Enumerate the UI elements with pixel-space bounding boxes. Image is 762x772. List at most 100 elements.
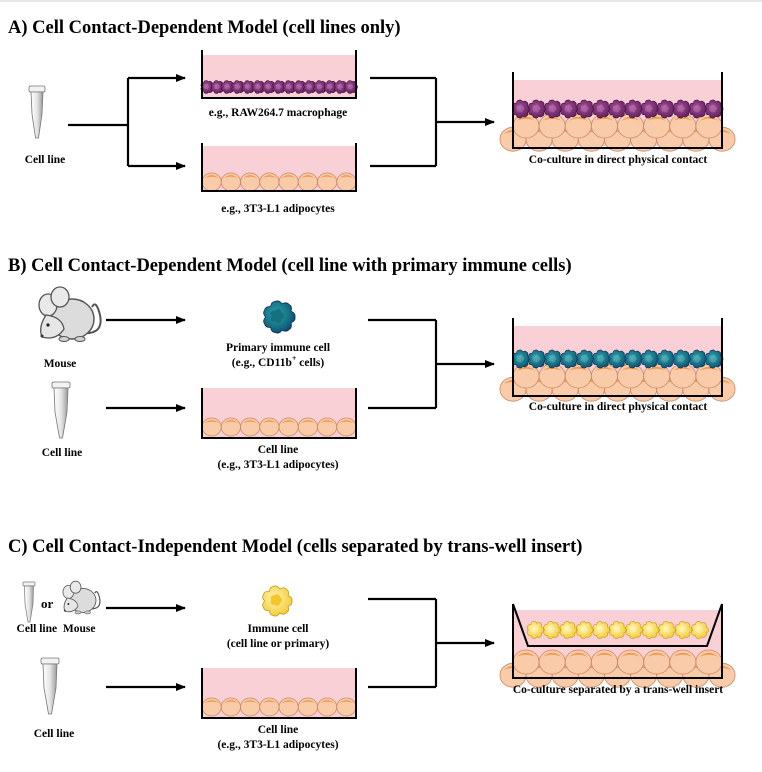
macrophage-cell [334,80,348,94]
coculture-well-c [499,603,736,688]
adipocyte-nucleus [243,420,257,424]
macrophage-cell-core [275,83,282,90]
macrophage-cell [592,99,611,119]
panel-a-title: A) Cell Contact-Dependent Model (cell li… [8,18,401,38]
adipocyte-nucleus [224,700,238,704]
immune-label-line1: Immune cell [247,623,309,635]
primary-immune-label-line1: Primary immune cell [225,342,331,354]
adipocyte-nucleus [339,700,354,704]
primary-immune-cell-core [693,354,702,363]
macrophage-cell [303,80,317,94]
macrophage-cell [262,80,276,94]
adipocyte-nucleus [673,652,692,657]
macrophage-cell [560,99,579,119]
cell-line-label: Cell line [41,447,83,459]
immune-cell [592,621,610,639]
macrophage-cell-core [548,104,557,113]
macrophage-cell [313,80,327,94]
cell-line-mouse-label: Cell line Mouse [16,623,96,635]
well-label-line2: (e.g., 3T3-L1 adipocytes) [217,459,339,471]
primary-immune-cell [624,349,643,369]
macrophage-cell [210,80,225,94]
adipocyte-layer [201,172,357,192]
primary-immune-cell [544,349,563,369]
adipocyte-nucleus [281,420,296,424]
immune-cell-layer [526,621,709,639]
immune-cell [625,621,643,639]
macrophage-cell [251,80,266,94]
primary-immune-cell-core [532,354,541,363]
adipocyte-well-label: e.g., 3T3-L1 adipocytes [221,203,335,215]
primary-immune-cell-core [628,354,637,363]
macrophage-cell-core [203,83,210,90]
adipocyte-layer [499,113,736,152]
macrophage-cell-core [224,83,230,90]
adipocyte-nucleus [204,700,219,704]
adipocyte-nucleus [224,420,238,424]
immune-cell-core [613,625,621,634]
immune-cell-core [530,625,539,634]
macrophage-cell-core [306,83,313,90]
macrophage-cell-core [564,104,573,113]
macrophage-cell [688,99,708,119]
macrophage-cell [323,80,338,94]
macrophage-cell [221,80,235,94]
adipocyte-nucleus [204,175,219,179]
immune-cell-core [662,625,670,634]
immune-cell-core [563,625,572,634]
macrophage-cell-core [693,104,702,113]
macrophage-cell-core [677,104,686,113]
macrophage-cell-core [244,83,251,90]
coculture-well-b [499,318,736,402]
adipocyte-well [201,388,357,439]
superscript: + [291,354,297,364]
adipocyte-nucleus [243,700,257,704]
primary-immune-cell [640,349,660,369]
adipocyte-nucleus [320,175,334,179]
mouse-foot [84,610,91,615]
macrophage-well [200,50,358,99]
immune-cell-core [646,625,654,634]
mouse-foot [74,610,82,615]
immune-cell-core [695,625,703,634]
macrophage-cell-core [214,83,220,90]
macrophage-cell-core [709,104,718,113]
immune-cell [658,621,676,639]
adipocyte-nucleus [621,366,640,371]
primary-immune-cell [688,349,708,369]
adipocyte-nucleus [320,420,334,424]
coculture-label: Co-culture in direct physical contact [528,401,708,413]
coculture-well-a [499,72,736,152]
primary-immune-cell-core [516,354,525,363]
macrophage-cell [672,99,692,119]
macrophage-cell-core [516,104,525,113]
adipocyte-nucleus [673,116,692,121]
macrophage-cell [640,99,660,119]
immune-cell-nucleus [270,594,283,606]
primary-immune-cell-core [548,354,557,363]
adipocyte-nucleus [320,700,334,704]
panel-b-title: B) Cell Contact-Dependent Model (cell li… [8,256,572,276]
adipocyte-nucleus [339,175,354,179]
adipocyte-nucleus [516,652,536,657]
immune-cell-core [547,625,555,634]
mouse-eye [46,323,50,327]
mouse-icon [38,286,102,342]
primary-immune-cell-core [645,354,653,363]
immune-cell-icon [262,585,293,617]
primary-immune-cell-core [709,354,718,363]
macrophage-cell-core [316,83,323,90]
adipocyte-nucleus [301,700,315,704]
macrophage-cell-core [532,104,541,113]
tube-icon [51,381,71,439]
panel-c-title: C) Cell Contact-Independent Model (cells… [8,537,583,557]
macrophage-cell-core [265,83,272,90]
primary-immune-label-line2: (e.g., CD11b+ cells) [178,354,378,371]
macrophage-cell [231,80,245,94]
immune-cell-core [629,625,637,634]
adipocyte-nucleus [339,420,354,424]
adipocyte-nucleus [262,420,277,424]
immune-cell [543,621,561,639]
primary-immune-cell-core [661,354,669,363]
